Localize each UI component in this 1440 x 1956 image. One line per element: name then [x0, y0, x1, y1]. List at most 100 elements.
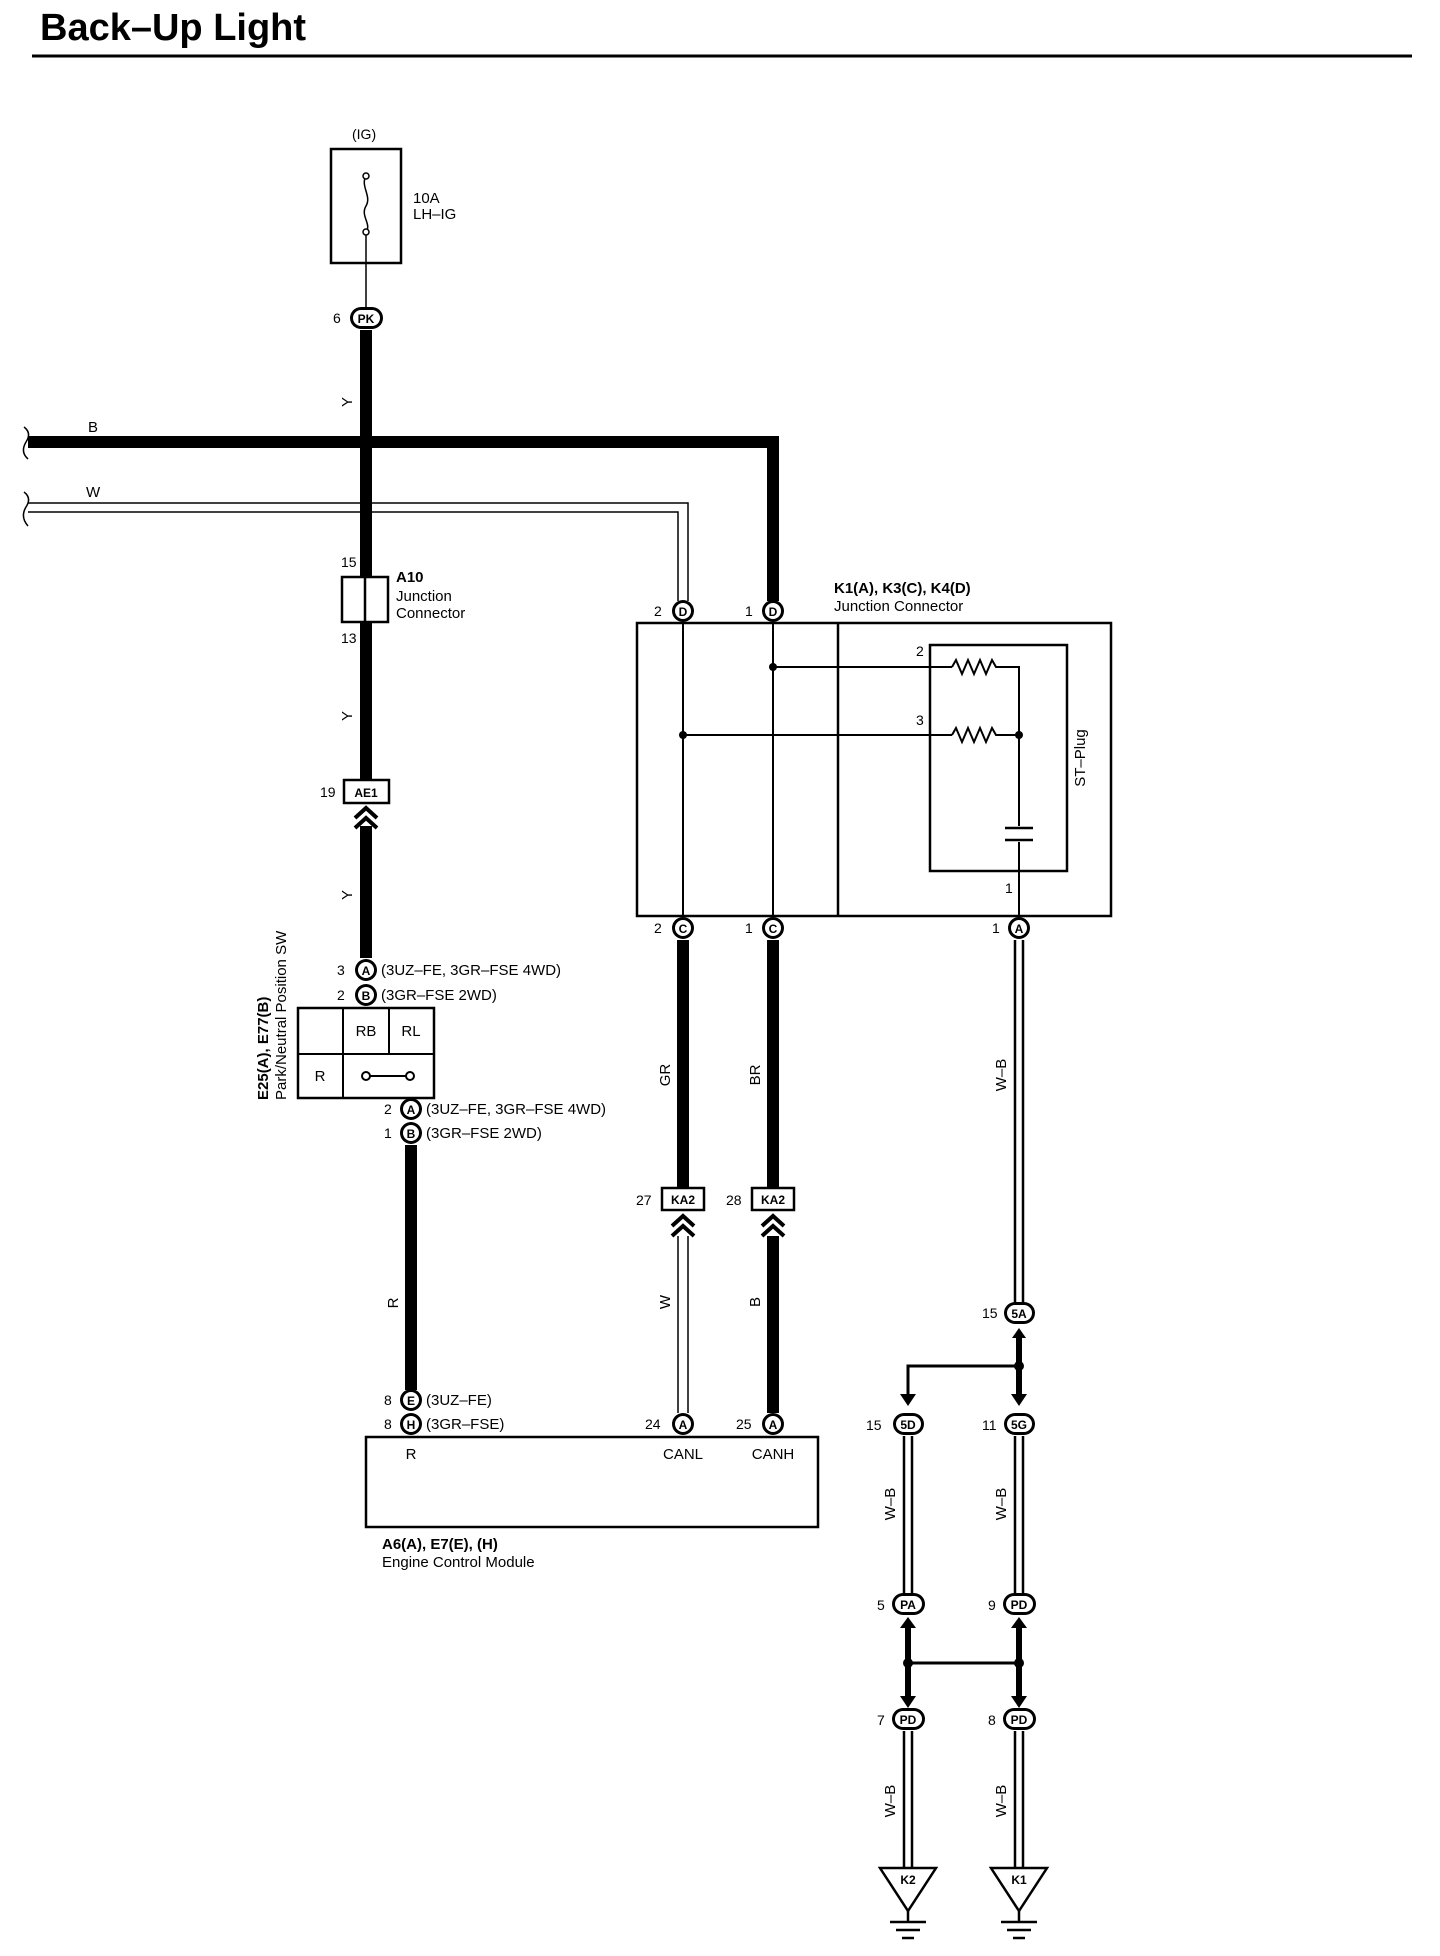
ka2-chevron-27: [670, 1213, 696, 1238]
st-plug-label: ST–Plug: [1072, 729, 1089, 787]
wire-color-w-canl: W: [657, 1294, 674, 1309]
ground-k2-label: K2: [900, 1873, 916, 1887]
c5a-code: 5A: [1011, 1307, 1027, 1321]
pnp-top-note-b: (3GR–FSE 2WD): [381, 987, 497, 1004]
ae1-chevron: [353, 805, 379, 830]
cpd7-pin: 7: [877, 1712, 885, 1728]
cpa-pin: 5: [877, 1597, 885, 1613]
junction-name: K1(A), K3(C), K4(D): [834, 580, 971, 597]
ecm-name: A6(A), E7(E), (H): [382, 1536, 498, 1553]
pnp-switch-body: [296, 1006, 436, 1100]
fuse-name: LH–IG: [413, 206, 456, 223]
wire-color-y3: Y: [339, 890, 356, 900]
wire-color-b-canh: B: [747, 1297, 764, 1307]
b-bus-break: [22, 426, 30, 460]
b-bus-wire: [28, 436, 779, 601]
wire-wb-main: [1013, 940, 1025, 1303]
c5a-arrow: [1012, 1328, 1026, 1338]
junction-top-code-1: D: [769, 605, 778, 619]
ecm-canh-code: A: [769, 1418, 778, 1432]
ecm-note-h: (3GR–FSE): [426, 1416, 504, 1433]
junction-top-pin-1: 1: [745, 603, 753, 619]
junction-bot-code-1a: A: [1015, 922, 1024, 936]
pnp-bot-pin-b: 1: [384, 1125, 392, 1141]
junction-bot-code-2c: C: [679, 922, 688, 936]
page-title: Back–Up Light: [40, 7, 306, 49]
a10-name: A10: [396, 569, 424, 586]
ecm-canl-label: CANL: [663, 1446, 703, 1463]
b-bus-label: B: [88, 419, 98, 436]
junction-bot-code-1c: C: [769, 922, 778, 936]
pnp-top-pin-a: 3: [337, 962, 345, 978]
ka2-code-28: KA2: [761, 1193, 785, 1207]
c5d-code: 5D: [900, 1418, 916, 1432]
pnp-top-pin-b: 2: [337, 987, 345, 1003]
ecm-canl-pin: 24: [645, 1416, 661, 1432]
wire-color-r: R: [385, 1297, 402, 1308]
ae1-pin: 19: [320, 784, 336, 800]
pnp-cell-rl: RL: [401, 1023, 420, 1040]
junction-bot-pin-2c: 2: [654, 920, 662, 936]
ecm-desc: Engine Control Module: [382, 1554, 535, 1571]
wire-wb-5g: [1013, 1436, 1025, 1593]
w-bus-wire: [28, 502, 689, 601]
wire-color-br: BR: [747, 1064, 764, 1085]
a10-desc1: Junction: [396, 588, 452, 605]
fuse-element: [363, 175, 369, 233]
cpd8-code: PD: [1011, 1713, 1028, 1727]
wire-color-wb-k1: W–B: [993, 1785, 1010, 1818]
ground-symbol-k1: [988, 1866, 1050, 1940]
pnp-desc: Park/Neutral Position SW: [273, 930, 290, 1100]
fuse-supply-label: (IG): [352, 126, 376, 142]
wire-wb-k1: [1013, 1731, 1025, 1868]
pnp-bot-note-b: (3GR–FSE 2WD): [426, 1125, 542, 1142]
junction-inner-pin-1: 1: [1005, 880, 1013, 896]
ecm-canh-pin: 25: [736, 1416, 752, 1432]
pnp-bot-note-a: (3UZ–FE, 3GR–FSE 4WD): [426, 1101, 606, 1118]
c5g-pin: 11: [982, 1417, 997, 1433]
pk-code: PK: [358, 312, 375, 326]
junction-bot-pin-1c: 1: [745, 920, 753, 936]
a10-pin-top: 15: [341, 554, 357, 570]
ecm-code-h: H: [407, 1418, 416, 1432]
ecm-r-label: R: [406, 1446, 417, 1463]
wire-color-gr: GR: [657, 1064, 674, 1087]
c5a-pin: 15: [982, 1305, 998, 1321]
ground-symbol-k2: [877, 1866, 939, 1940]
a10-pin-bottom: 13: [341, 630, 357, 646]
ae1-code: AE1: [354, 786, 378, 800]
fuse-rating: 10A: [413, 190, 440, 207]
junction-inner-pin-3: 3: [916, 712, 924, 728]
pnp-top-note-a: (3UZ–FE, 3GR–FSE 4WD): [381, 962, 561, 979]
wire-color-wb-5d: W–B: [882, 1488, 899, 1521]
wire-color-y1: Y: [339, 397, 356, 407]
a10-desc2: Connector: [396, 605, 465, 622]
ka2-chevron-28: [760, 1213, 786, 1238]
c5d-pin: 15: [866, 1417, 882, 1433]
pnp-top-code-a: A: [362, 964, 371, 978]
wire-wb-k2: [902, 1731, 914, 1868]
ka2-code-27: KA2: [671, 1193, 695, 1207]
junction-bot-pin-1a: 1: [992, 920, 1000, 936]
ka2-connector-27: [660, 1186, 706, 1212]
pnp-cell-r: R: [315, 1068, 326, 1085]
junction-top-code-2: D: [679, 605, 688, 619]
pnp-bot-code-b: B: [407, 1127, 416, 1141]
wire-wb-branch-left: [906, 1364, 1019, 1396]
w-bus-label: W: [86, 484, 101, 501]
ecm-code-e: E: [407, 1394, 415, 1408]
pnp-bot-pin-a: 2: [384, 1101, 392, 1117]
wire-color-wb-5g: W–B: [993, 1488, 1010, 1521]
cpd8-pin: 8: [988, 1712, 996, 1728]
ecm-canh-label: CANH: [752, 1446, 795, 1463]
ecm-note-e: (3UZ–FE): [426, 1392, 492, 1409]
ecm-pin-h: 8: [384, 1416, 392, 1432]
pnp-cell-rb: RB: [356, 1023, 377, 1040]
wire-color-wb-main: W–B: [993, 1059, 1010, 1092]
cpd9-code: PD: [1011, 1598, 1028, 1612]
ecm-box: [364, 1435, 820, 1529]
ae1-connector: [342, 778, 391, 805]
wire-w-canl: [677, 1236, 689, 1413]
junction-box: [635, 621, 1113, 918]
